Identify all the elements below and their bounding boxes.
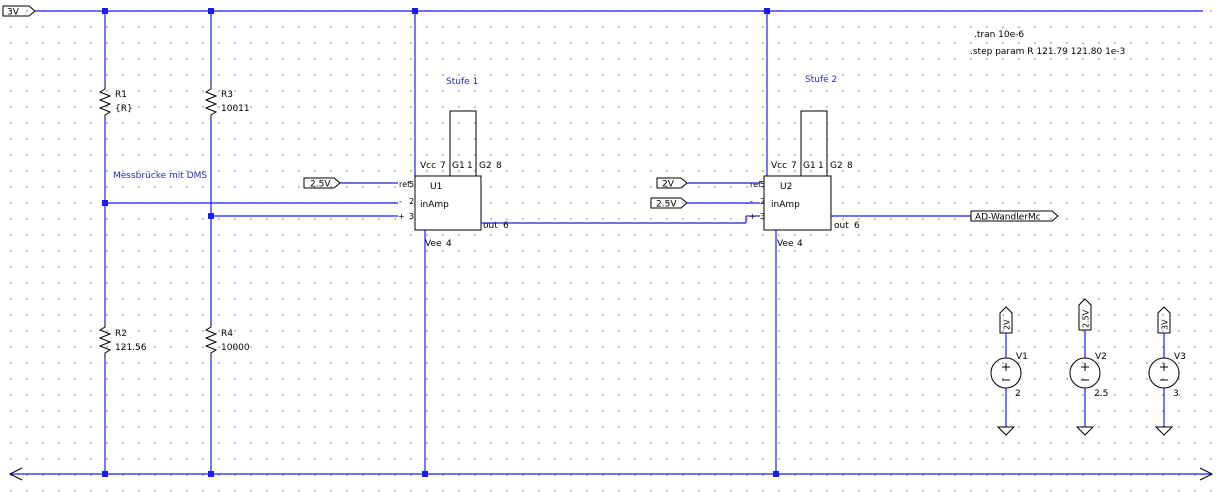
net-flag-ref2[interactable]: 2V — [656, 177, 688, 190]
u1-name: U1 — [430, 182, 442, 192]
resistor-r4[interactable] — [204, 322, 218, 358]
net-flag-ad-wandler-label: AD-WandlerMc — [975, 213, 1041, 223]
u1-vcc-pin: 7 — [440, 161, 446, 171]
ground-bus[interactable] — [8, 467, 1214, 481]
u1-g2-label: G2 — [479, 161, 492, 171]
junction-dot — [208, 213, 214, 219]
net-flag-v1-label: 2V — [1003, 319, 1012, 330]
u2-ref-label: ref — [750, 180, 761, 189]
u2-body[interactable] — [763, 175, 832, 231]
u2-name: U2 — [780, 182, 792, 192]
junction-dot — [412, 8, 418, 14]
u2-g1-label: G1 — [803, 161, 816, 171]
u2-plus-label: + — [749, 212, 756, 221]
u1-vee-pin: 4 — [446, 239, 452, 249]
u2-vee-pin: 4 — [797, 239, 803, 249]
u2-ref-pin: 5 — [760, 180, 765, 189]
u2-vcc-pin: 7 — [791, 161, 797, 171]
r3-value: 10011 — [221, 104, 250, 114]
u1-plus-label: + — [398, 212, 405, 221]
junction-dot — [422, 471, 428, 477]
net-flag-ref1[interactable]: 2.5V — [303, 177, 341, 190]
u1-minus-pin: 2 — [409, 197, 414, 206]
r4-name: R4 — [221, 329, 233, 339]
u2-model: inAmp — [771, 200, 800, 210]
net-flag-ref1-label: 2.5V — [310, 180, 331, 190]
r4-value: 10000 — [221, 343, 250, 353]
net-flag-ref2-label: 2V — [662, 180, 675, 190]
u1-out-label: out — [483, 221, 498, 231]
voltage-source-v2[interactable] — [1069, 357, 1101, 389]
stage2-comment: Stufe 2 — [805, 75, 837, 85]
net-flag-v1[interactable]: 2V — [999, 306, 1013, 334]
directive-tran[interactable]: .tran 10e-6 — [974, 30, 1024, 40]
junction-dot — [102, 471, 108, 477]
net-flag-v2-label: 2.5V — [1082, 309, 1091, 328]
u2-g1-pin: 1 — [818, 161, 824, 171]
u1-out-pin: 6 — [503, 221, 509, 231]
v2-value: 2.5 — [1094, 389, 1108, 399]
r2-name: R2 — [115, 329, 127, 339]
u2-minus-label: - — [750, 197, 753, 206]
resistor-r2[interactable] — [98, 322, 112, 358]
stage1-comment: Stufe 1 — [446, 77, 478, 87]
resistor-r1[interactable] — [98, 84, 112, 120]
net-flag-v3-label: 3V — [1161, 319, 1170, 330]
v2-name: V2 — [1095, 352, 1107, 362]
resistor-r3[interactable] — [204, 84, 218, 120]
ground-v2[interactable] — [1075, 426, 1095, 436]
u1-model: inAmp — [420, 200, 449, 210]
junction-dot — [208, 471, 214, 477]
u1-minus-label: - — [399, 197, 402, 206]
directive-step[interactable]: .step param R 121.79 121.80 1e-3 — [970, 47, 1125, 57]
u1-g1-pin: 1 — [467, 161, 473, 171]
u1-vee-label: Vee — [425, 239, 442, 249]
net-flag-ad-wandler[interactable]: AD-WandlerMc — [970, 210, 1059, 223]
u1-plus-pin: 3 — [409, 212, 414, 221]
u1-body[interactable] — [414, 175, 482, 231]
junction-dot — [764, 8, 770, 14]
r3-name: R3 — [221, 90, 233, 100]
u2-vee-label: Vee — [777, 239, 794, 249]
u1-vcc-label: Vcc — [420, 161, 436, 171]
u2-vcc-label: Vcc — [771, 161, 787, 171]
junction-dot — [102, 200, 108, 206]
ground-v3[interactable] — [1154, 426, 1174, 436]
r2-value: 121.56 — [115, 343, 147, 353]
ground-v1[interactable] — [996, 426, 1016, 436]
u2-g2-pin: 8 — [847, 161, 853, 171]
net-flag-3v-label: 3V — [7, 8, 20, 18]
net-flag-v2[interactable]: 2.5V — [1078, 298, 1092, 331]
junction-dot — [102, 8, 108, 14]
u2-out-label: out — [834, 221, 849, 231]
junction-dot — [773, 471, 779, 477]
junction-dot — [208, 8, 214, 14]
v3-value: 3 — [1173, 389, 1179, 399]
voltage-source-v1[interactable] — [990, 357, 1022, 389]
net-flag-3v[interactable]: 3V — [2, 5, 36, 18]
v1-name: V1 — [1016, 352, 1028, 362]
u1-ref-label: ref — [399, 180, 410, 189]
u2-plus-pin: 3 — [760, 212, 765, 221]
net-flag-in2[interactable]: 2.5V — [650, 197, 688, 210]
voltage-source-v3[interactable] — [1148, 357, 1180, 389]
r1-name: R1 — [115, 90, 127, 100]
r1-value: {R} — [115, 104, 133, 114]
v3-name: V3 — [1174, 352, 1186, 362]
net-flag-in2-label: 2.5V — [656, 200, 677, 210]
u1-g2-pin: 8 — [496, 161, 502, 171]
u2-g2-label: G2 — [830, 161, 843, 171]
net-flag-v3[interactable]: 3V — [1157, 306, 1171, 334]
u2-minus-pin: 2 — [760, 197, 765, 206]
u1-g1-label: G1 — [452, 161, 465, 171]
u2-out-pin: 6 — [854, 221, 860, 231]
v1-value: 2 — [1015, 389, 1021, 399]
u1-ref-pin: 5 — [409, 180, 414, 189]
bridge-comment: Messbrücke mit DMS — [113, 171, 207, 181]
